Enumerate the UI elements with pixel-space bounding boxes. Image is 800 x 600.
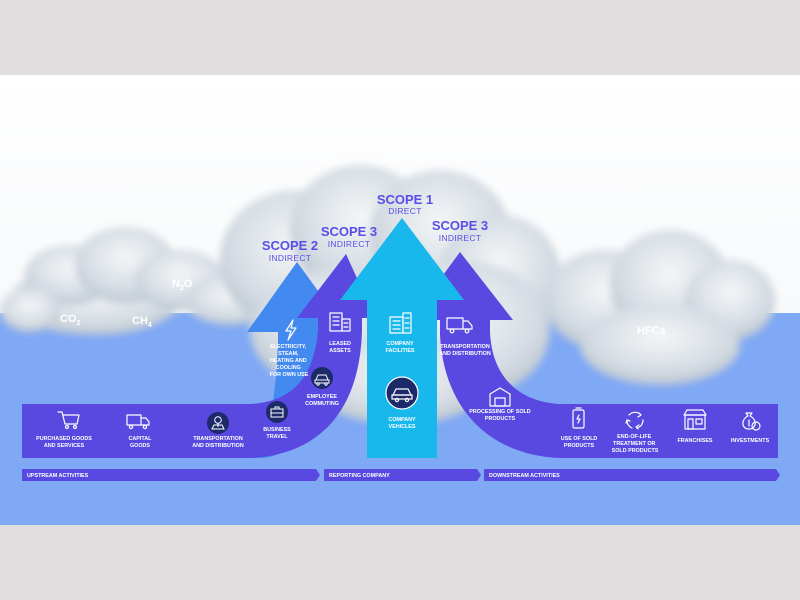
battery-device-icon xyxy=(572,407,585,429)
office-building-icon xyxy=(389,312,412,334)
storefront-icon xyxy=(683,409,707,430)
money-bag-icon xyxy=(742,412,761,431)
scope1-heading: SCOPE 1 DIRECT xyxy=(377,192,433,216)
scope2-title: SCOPE 2 xyxy=(262,238,318,253)
scope1-title: SCOPE 1 xyxy=(377,192,433,207)
building-icon xyxy=(329,312,351,332)
shopping-cart-icon xyxy=(57,411,80,430)
scope3-left-title: SCOPE 3 xyxy=(321,224,377,239)
scope2-heading: SCOPE 2 INDIRECT xyxy=(262,238,318,263)
scope3-right-title: SCOPE 3 xyxy=(432,218,488,233)
gas-co2: CO2 xyxy=(60,313,81,327)
truck-icon xyxy=(126,414,150,430)
scope3-right-heading: SCOPE 3 INDIRECT xyxy=(432,218,488,243)
delivery-truck-icon xyxy=(446,317,473,334)
warehouse-icon xyxy=(489,387,511,407)
gas-ch4: CH4 xyxy=(132,315,152,329)
top-frame xyxy=(0,0,800,75)
label-electricity: ELECTRICITY, STEAM, HEATING AND COOLING … xyxy=(270,344,309,378)
transport-up-icon xyxy=(207,412,229,434)
gas-n2o: N2O xyxy=(172,278,193,292)
upstream-bar-label: UPSTREAM ACTIVITIES xyxy=(27,473,89,479)
downstream-bar-label: DOWNSTREAM ACTIVITIES xyxy=(489,473,560,479)
recycle-icon xyxy=(625,411,644,430)
commuting-car-icon xyxy=(311,367,333,389)
reporting-bar: REPORTING COMPANY xyxy=(324,469,481,481)
reporting-bar-label: REPORTING COMPANY xyxy=(329,473,390,479)
scope1-subtitle: DIRECT xyxy=(388,206,421,216)
gas-hfcs: HFCs xyxy=(637,325,666,337)
scope3-left-subtitle: INDIRECT xyxy=(328,239,371,249)
briefcase-icon xyxy=(266,401,288,423)
downstream-bar: DOWNSTREAM ACTIVITIES xyxy=(484,469,780,481)
label-franchises: FRANCHISES xyxy=(677,438,712,444)
company-vehicles-icon xyxy=(385,376,419,410)
right-cloud xyxy=(545,230,775,385)
label-investments: INVESTMENTS xyxy=(731,438,770,444)
scope1-arrow xyxy=(340,218,464,458)
scope3-left-heading: SCOPE 3 INDIRECT xyxy=(321,224,377,249)
bottom-frame xyxy=(0,525,800,600)
gas-labels: CO2 CH4 N2O HFCs xyxy=(60,278,666,337)
label-end-of-life: END-OF-LIFE TREATMENT OR SOLD PRODUCTS xyxy=(612,434,659,454)
scope3-right-subtitle: INDIRECT xyxy=(439,233,482,243)
scope2-subtitle: INDIRECT xyxy=(269,253,312,263)
upstream-bar: UPSTREAM ACTIVITIES xyxy=(22,469,320,481)
lightning-bolt-icon xyxy=(285,319,297,341)
